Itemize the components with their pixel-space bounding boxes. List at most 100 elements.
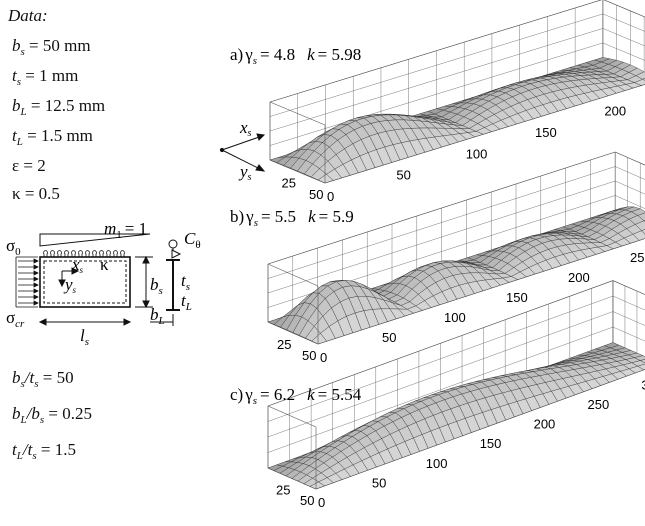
spring-icon <box>106 250 111 257</box>
ls-arrow-right <box>123 318 132 326</box>
spring-icon <box>113 250 118 257</box>
spring-icon <box>71 250 76 257</box>
bs-arrow-bottom <box>142 300 150 309</box>
moment-label: m1= 1 <box>104 219 147 241</box>
plate-schematic <box>15 233 182 326</box>
surface-cell <box>642 78 645 81</box>
stress-arrowhead <box>33 288 39 294</box>
ts-label: ts <box>181 271 190 293</box>
panel-c: 0 50 100 150 200 250 300 25 50 <box>267 280 645 510</box>
side-grid <box>602 13 645 32</box>
surface-cell <box>317 174 334 184</box>
back-grid <box>267 180 616 294</box>
axis-ys-label: ys <box>238 162 252 183</box>
data-row-epsilon: ε = 2 <box>12 156 46 175</box>
spring-icon <box>43 250 48 257</box>
ratio-tl-ts: tL/ts = 1.5 <box>12 440 76 462</box>
box-edge <box>267 263 319 287</box>
rotational-spring-icon <box>168 239 178 249</box>
box-edge <box>269 101 326 126</box>
back-grid <box>267 326 614 453</box>
spring-icon <box>99 250 104 257</box>
floor-edge <box>269 159 326 184</box>
x-tick-label: 100 <box>444 310 466 325</box>
data-row-bs: bs = 50 mm <box>12 36 91 58</box>
side-grid <box>612 295 645 311</box>
y-tick-label: 50 <box>309 187 323 202</box>
y-tick-label: 50 <box>302 348 316 363</box>
stress-arrowhead <box>33 258 39 264</box>
bl-label: bL <box>150 305 165 327</box>
data-row-bl: bL = 12.5 mm <box>12 96 106 118</box>
x-tick-label: 0 <box>318 495 325 510</box>
bs-arrow-top <box>142 255 150 264</box>
stress-arrowhead <box>33 276 39 282</box>
x-tick-label: 0 <box>320 350 327 365</box>
surface-cell <box>641 229 645 235</box>
x-tick-label: 100 <box>426 456 448 471</box>
x-tick-label: 150 <box>535 125 557 140</box>
y-tick-label: 25 <box>276 483 290 498</box>
stress-arrowhead <box>33 282 39 288</box>
back-grid <box>267 151 616 265</box>
spring-icon <box>85 250 90 257</box>
x-tick-label: 50 <box>372 475 386 490</box>
stiffener-dashed <box>43 260 127 304</box>
data-row-ts: ts = 1 mm <box>12 66 79 88</box>
side-grid <box>615 195 645 209</box>
back-grid <box>267 166 616 279</box>
xs-arrowhead <box>71 267 80 275</box>
side-grid <box>603 0 645 18</box>
back-grid <box>269 0 602 103</box>
x-tick-label: 250 <box>588 397 610 412</box>
spring-icon <box>64 250 69 257</box>
x-tick-label: 250 <box>630 250 645 265</box>
moment-triangle <box>39 233 151 247</box>
x-tick-label: 50 <box>396 168 410 183</box>
spring-icon <box>120 250 125 257</box>
ratio-bs-ts: bs/ts = 50 <box>12 368 74 390</box>
stress-distribution <box>15 256 39 308</box>
x-tick-label: 200 <box>604 104 626 119</box>
bs-label: bs <box>150 275 163 297</box>
box-edge <box>267 405 317 428</box>
x-tick-label: 200 <box>534 417 556 432</box>
stress-arrowhead <box>33 270 39 276</box>
back-grid <box>267 311 614 438</box>
x-tick-label: 150 <box>506 290 528 305</box>
support-triangle <box>171 249 182 259</box>
x-tick-label: 50 <box>382 330 396 345</box>
data-row-tl: tL = 1.5 mm <box>12 126 93 148</box>
kappa-label: κ <box>100 255 109 274</box>
axis-xs-label: xs <box>239 118 252 139</box>
plate-outline <box>39 256 131 308</box>
stress-arrowhead <box>33 300 39 306</box>
x-tick-label: 100 <box>466 146 488 161</box>
axis-indicator <box>219 133 266 172</box>
back-grid <box>269 28 603 132</box>
ctheta-label: Cθ <box>184 229 201 251</box>
x-tick-label: 200 <box>568 270 590 285</box>
box-edge <box>603 0 645 18</box>
side-grid <box>615 180 645 195</box>
stress-arrowhead <box>33 264 39 270</box>
box-edge <box>612 280 645 295</box>
side-grid <box>612 311 645 326</box>
side-grid <box>602 28 645 47</box>
surface-cell <box>311 333 327 345</box>
schem-xs-label: xs <box>71 255 84 275</box>
back-grid <box>267 280 614 407</box>
x-tick-label: 300 <box>641 377 645 392</box>
spring-icon <box>50 250 55 257</box>
sigmacr-label: σcr <box>6 308 25 330</box>
stress-arrowhead <box>33 294 39 300</box>
tl-label: tL <box>181 291 192 313</box>
data-row-kappa: κ = 0.5 <box>12 184 60 203</box>
back-grid <box>269 42 603 146</box>
data-heading: Data: <box>8 6 48 25</box>
